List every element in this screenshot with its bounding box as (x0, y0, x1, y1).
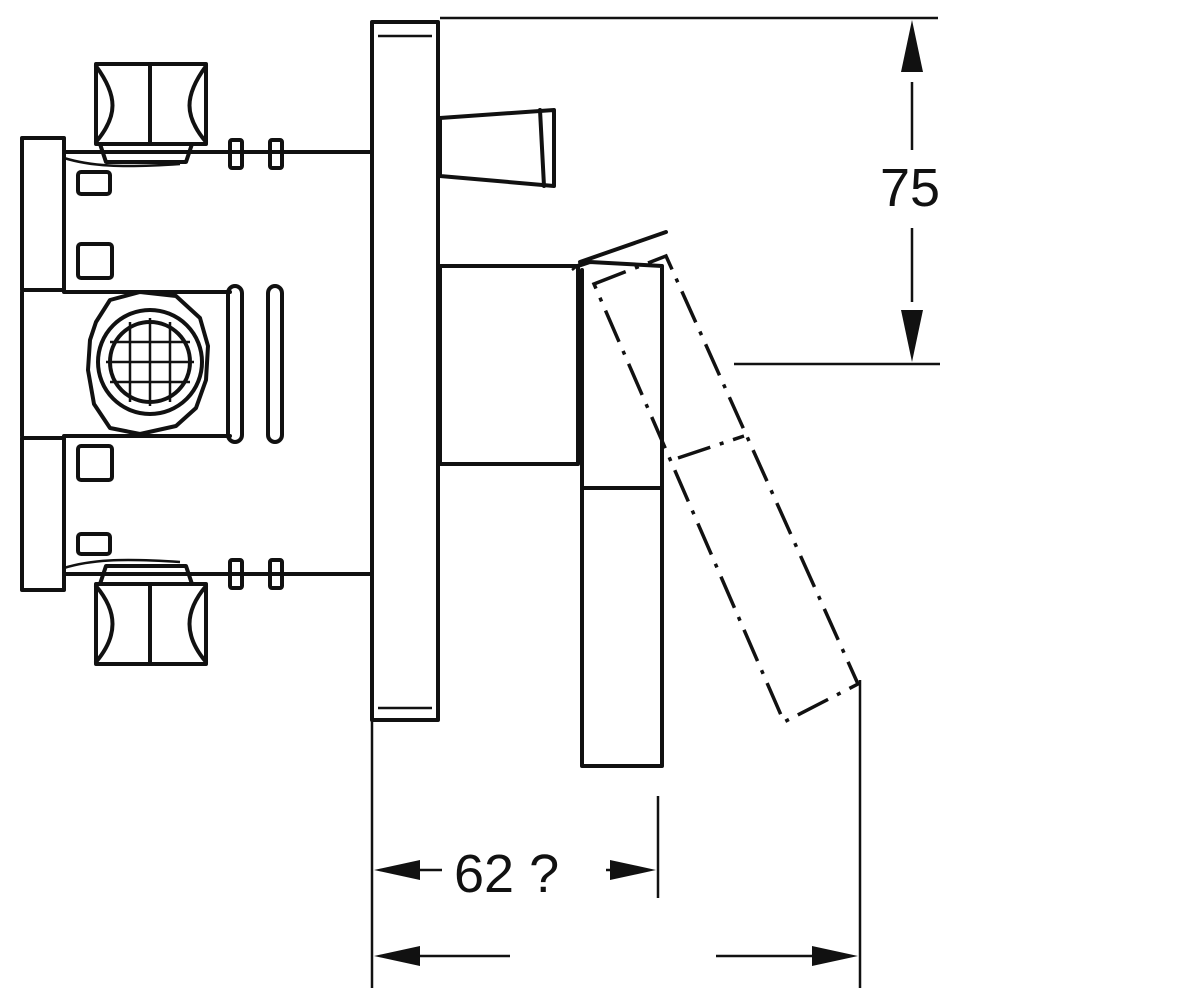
body-slot (266, 284, 284, 444)
cover-plate (370, 20, 440, 722)
depth-dimension-label: 62 ? (454, 844, 559, 904)
dimension-height: 75 (440, 16, 940, 366)
height-dimension-label: 75 (880, 158, 940, 218)
lever-handle-open-phantom (591, 253, 861, 725)
slot-square (76, 242, 114, 280)
pipe-clip (268, 558, 284, 590)
lever-handle-closed (571, 230, 668, 768)
slot-square (76, 532, 112, 556)
pipe-clip (268, 138, 284, 170)
upper-hex-nut (94, 62, 208, 164)
rough-in-body (20, 62, 374, 666)
lower-mounting-bracket (20, 436, 66, 592)
diverter-knob (438, 108, 556, 188)
center-outlet-fitting (86, 290, 210, 436)
dimension-depth: 62 ? (370, 680, 862, 988)
pipe-clip (228, 558, 244, 590)
slot-square (76, 170, 112, 196)
valve-cartridge-housing (438, 264, 580, 466)
body-slot (226, 284, 244, 444)
upper-mounting-bracket (20, 136, 66, 292)
pipe-clip (228, 138, 244, 170)
lower-hex-nut (94, 564, 208, 666)
slot-square (76, 444, 114, 482)
